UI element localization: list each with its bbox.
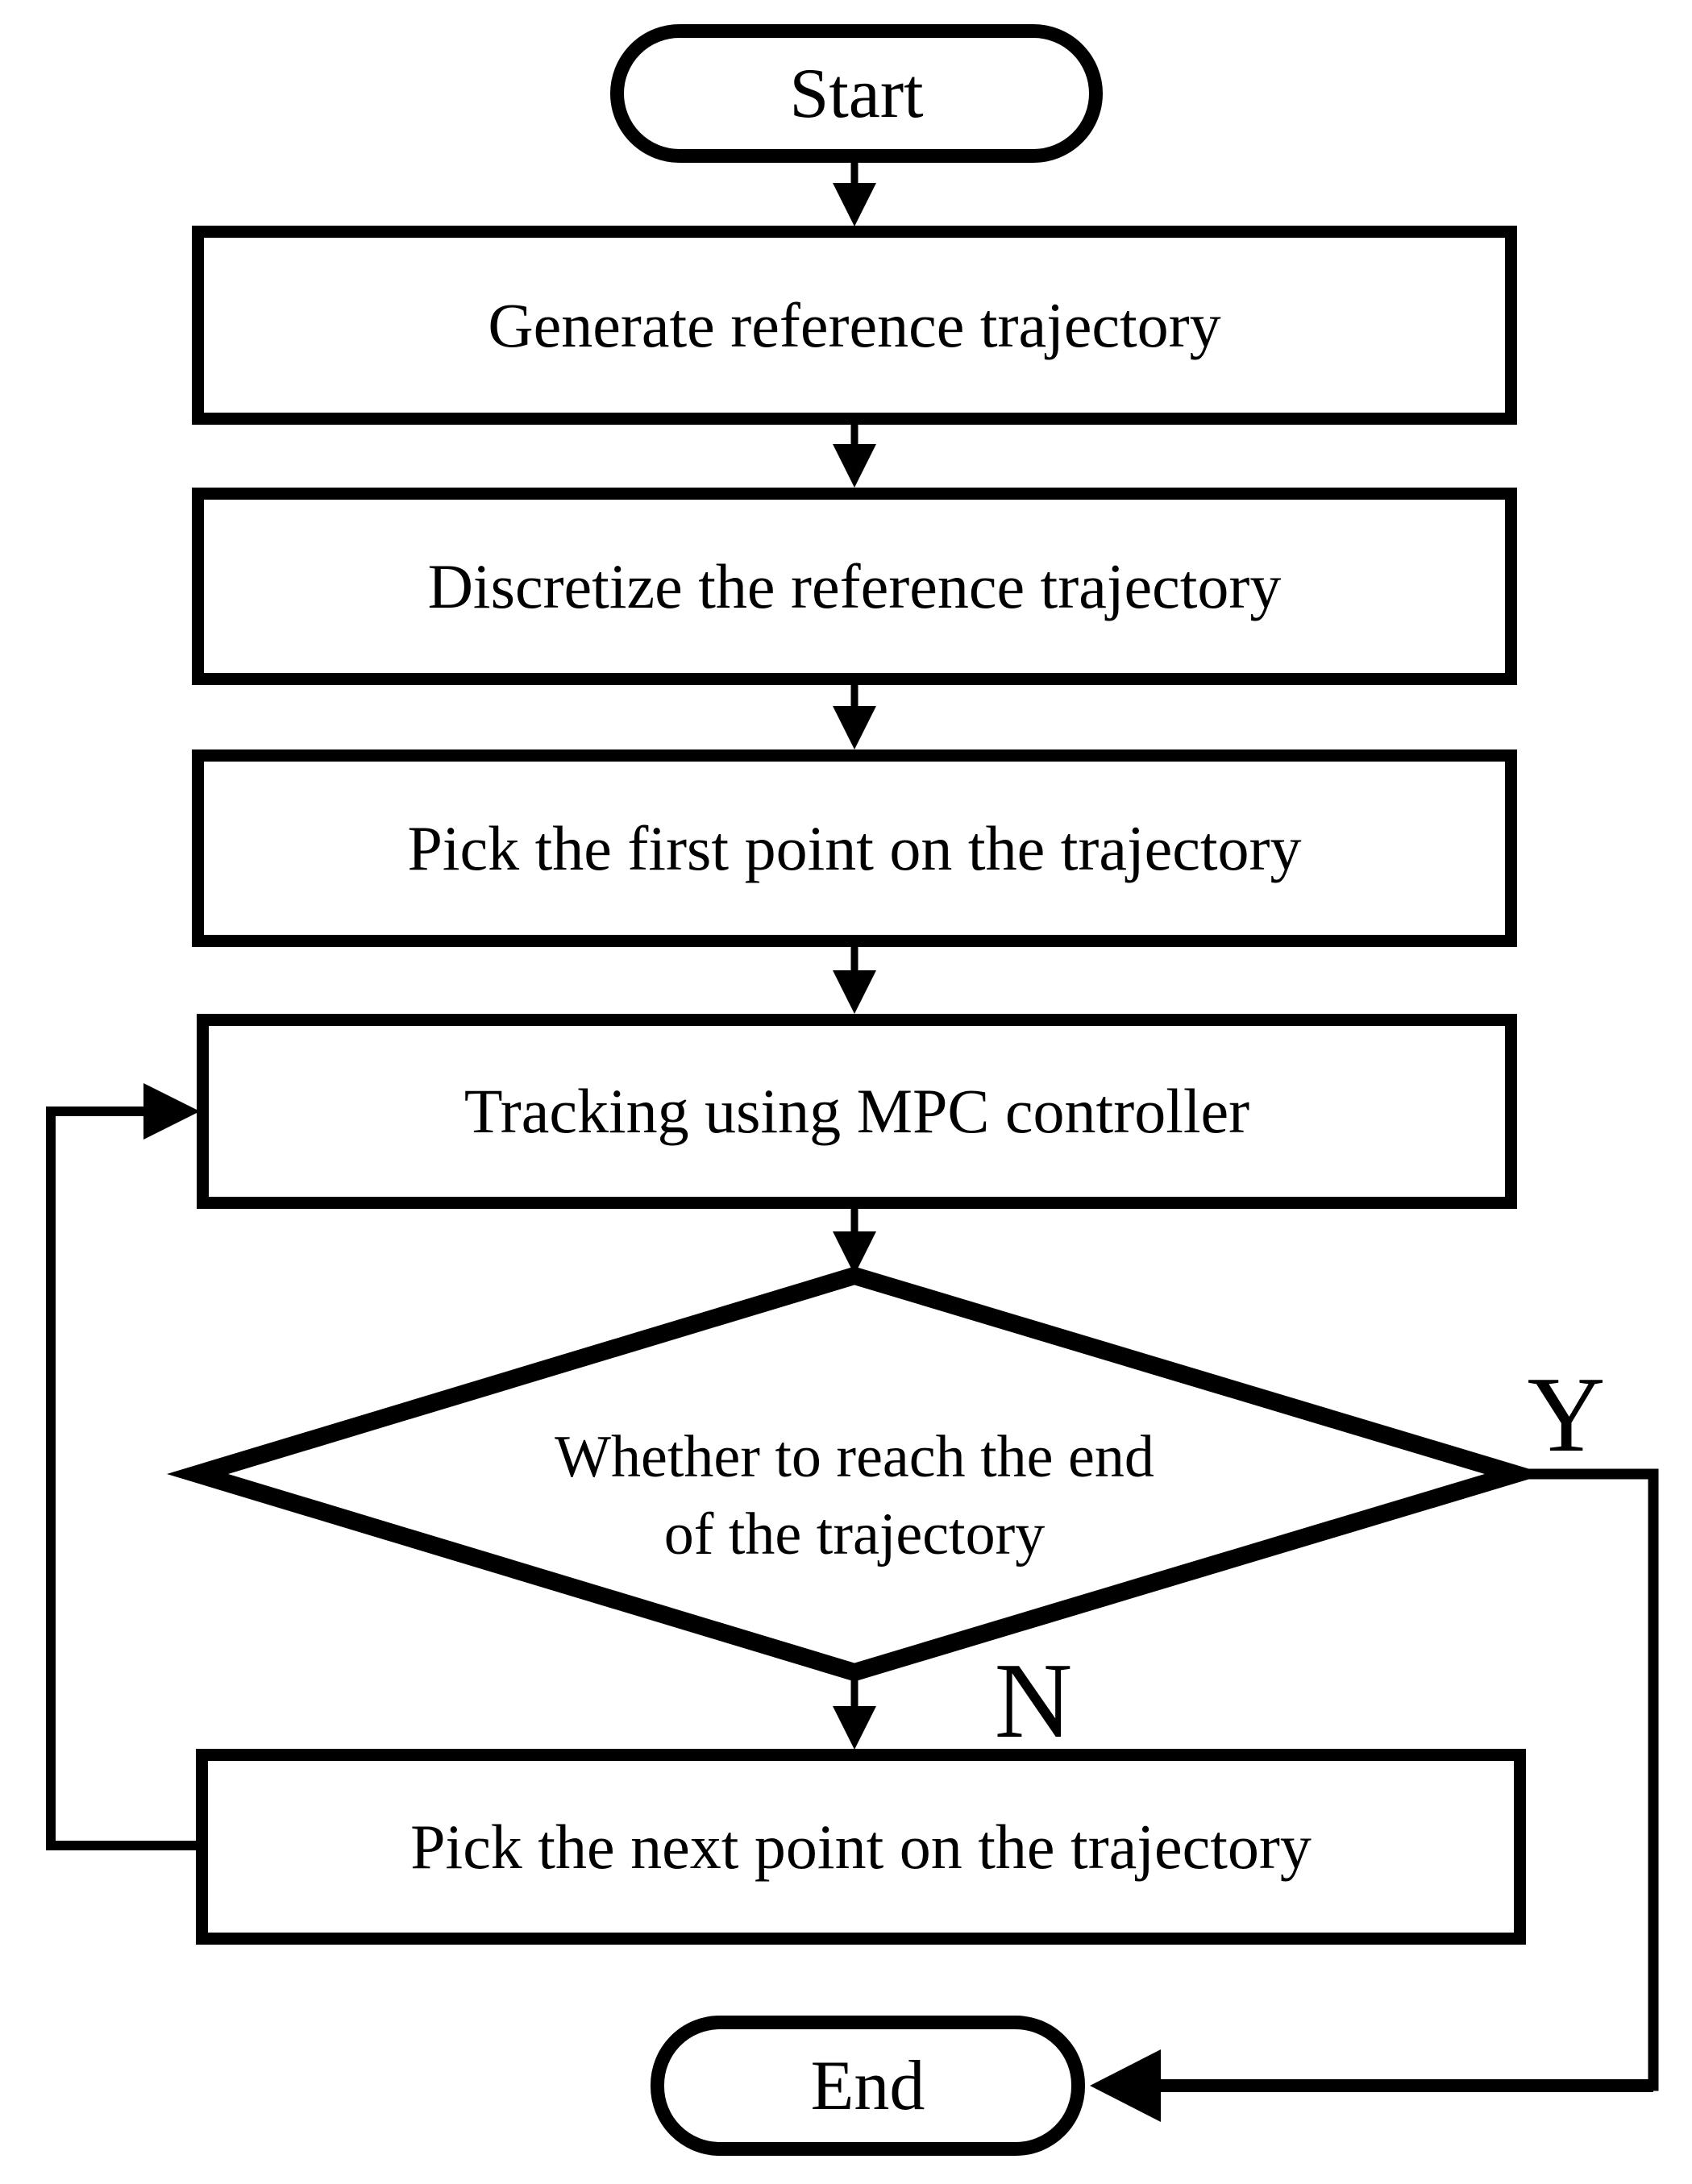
node-tracking-mpc-label: Tracking using MPC controller	[464, 1076, 1250, 1147]
node-tracking-mpc: Tracking using MPC controller	[197, 1014, 1517, 1209]
node-pick-next-point-label: Pick the next point on the trajectory	[410, 1811, 1312, 1882]
node-pick-next-point: Pick the next point on the trajectory	[196, 1749, 1526, 1945]
node-discretize-reference-trajectory: Discretize the reference trajectory	[192, 488, 1517, 685]
node-end: End	[651, 2016, 1085, 2156]
edge-pick-first-tracking	[833, 945, 876, 1014]
node-start-label: Start	[789, 54, 924, 133]
edge-pick-next-tracking-loop	[46, 1083, 201, 1850]
node-generate-reference-trajectory: Generate reference trajectory	[192, 226, 1517, 425]
edge-discretize-pick-first	[833, 683, 876, 749]
decision-label-line-2: of the trajectory	[663, 1501, 1046, 1567]
node-generate-reference-trajectory-label: Generate reference trajectory	[488, 289, 1221, 360]
edge-decision-end	[1090, 1468, 1659, 2122]
node-pick-first-point: Pick the first point on the trajectory	[192, 749, 1517, 947]
node-end-label: End	[810, 2046, 925, 2125]
edge-decision-pick-next	[833, 1668, 876, 1750]
node-discretize-reference-trajectory-label: Discretize the reference trajectory	[427, 550, 1282, 621]
edge-generate-discretize	[833, 423, 876, 488]
edge-label-n: N	[994, 1641, 1073, 1760]
edge-label-y: Y	[1527, 1355, 1606, 1474]
node-pick-first-point-label: Pick the first point on the trajectory	[407, 812, 1302, 883]
edge-tracking-decision	[833, 1207, 876, 1275]
node-start: Start	[610, 24, 1103, 163]
decision-label-line-1: Whether to reach the end	[555, 1424, 1154, 1490]
edge-start-generate	[833, 161, 876, 226]
node-reach-end-decision-label: Whether to reach the end of the trajecto…	[371, 1418, 1338, 1573]
